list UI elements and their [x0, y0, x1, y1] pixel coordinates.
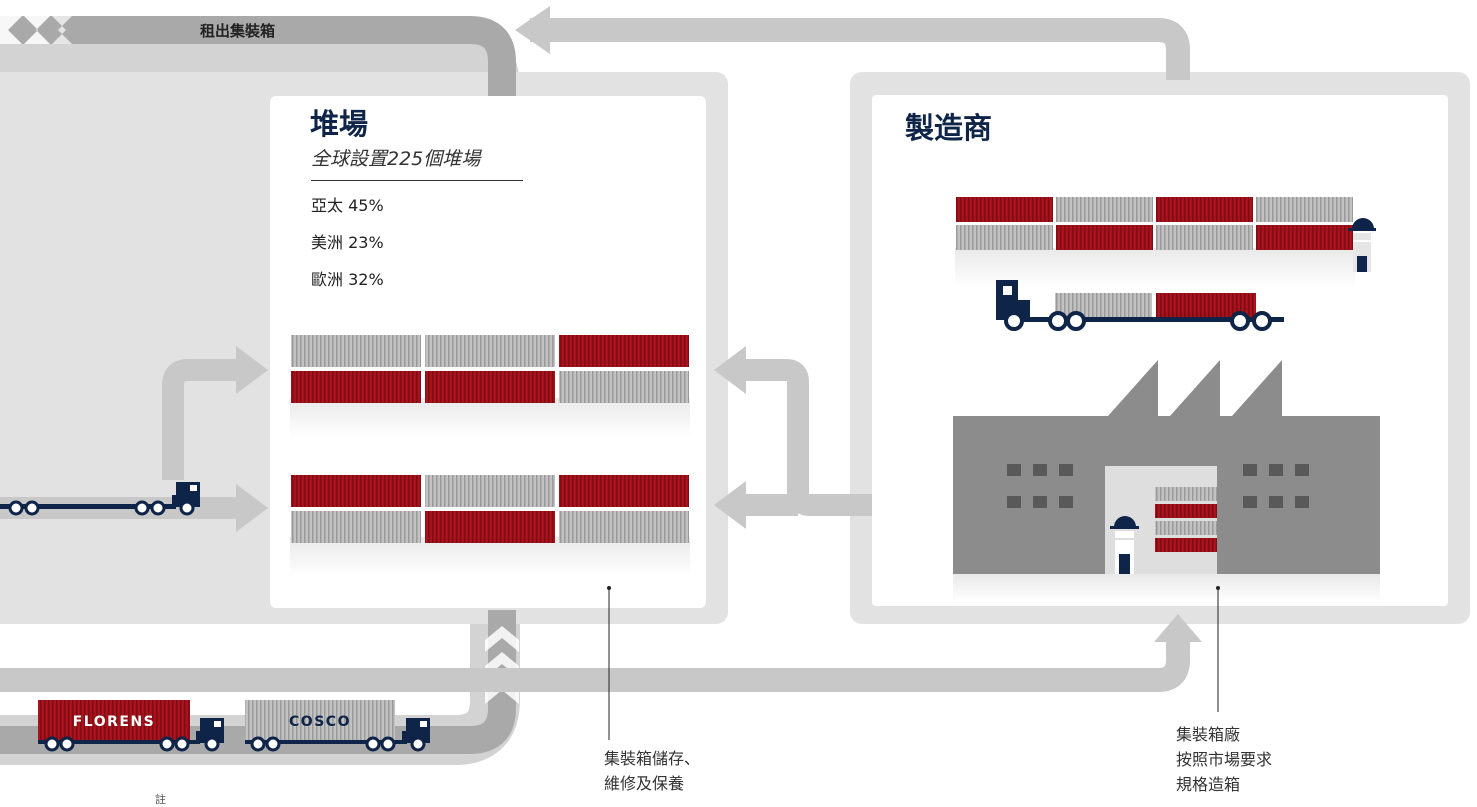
region-europe: 歐洲 32%: [311, 270, 384, 289]
empty-chassis-truck: [0, 482, 200, 516]
manufacturer-container-stack: [955, 197, 1355, 288]
region-americas: 美洲 23%: [311, 233, 384, 252]
factory-to-depot-arrows: [714, 346, 872, 529]
depot-container-stack-upper: [290, 335, 690, 438]
top-return-arrow: [515, 6, 1190, 80]
depot-note-line: 維修及保養: [604, 774, 685, 793]
depot-title-divider: [311, 180, 523, 181]
worker-icon-top: [1348, 218, 1376, 272]
depot-note: 集裝箱儲存、 維修及保養: [604, 746, 700, 796]
manufacturer-note-line: 規格造箱: [1176, 775, 1241, 794]
bottom-supply-arrow: [0, 614, 1202, 692]
depot-subtitle: 全球設置225個堆場: [311, 148, 481, 170]
manufacturer-title: 製造商: [905, 111, 993, 145]
cosco-brand-label: COSCO: [289, 714, 351, 730]
florens-truck: FLORENS: [38, 700, 224, 752]
cosco-truck: COSCO: [245, 700, 430, 752]
lease-out-label: 租出集裝箱: [200, 22, 276, 40]
manufacturer-note-line: 集裝箱廠: [1176, 725, 1241, 744]
footnote-mark: 註: [155, 793, 166, 806]
worker-icon-factory: [1110, 516, 1139, 574]
depot-container-stack-lower: [290, 475, 690, 577]
factory-building: [953, 360, 1380, 602]
florens-brand-label: FLORENS: [73, 714, 156, 730]
manufacturer-note-line: 按照市場要求: [1176, 750, 1273, 769]
region-asia-pacific: 亞太 45%: [311, 196, 384, 215]
manufacturer-truck: [996, 280, 1284, 331]
leader-lines: [607, 586, 1220, 740]
manufacturer-note: 集裝箱廠 按照市場要求 規格造箱: [1176, 722, 1272, 797]
depot-note-line: 集裝箱儲存、: [604, 749, 701, 768]
lease-out-band: [0, 16, 516, 100]
depot-title: 堆場: [310, 107, 369, 141]
